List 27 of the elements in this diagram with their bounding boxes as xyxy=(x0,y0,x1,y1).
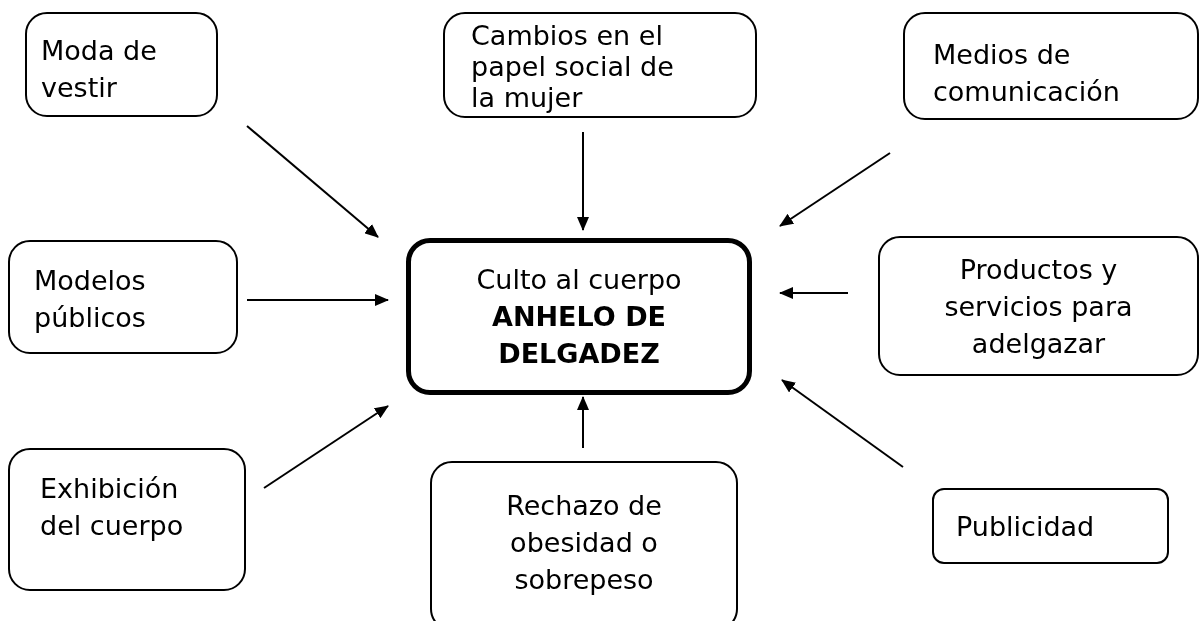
box-text: Publicidad xyxy=(956,509,1096,544)
box-subtext: ANHELO DE DELGADEZ xyxy=(491,300,667,371)
box-text: Cambios en el papel social de la mujer xyxy=(471,20,675,113)
factor-box xyxy=(25,12,218,117)
box-text: Modelos públicos xyxy=(34,264,147,335)
factor-box xyxy=(903,12,1199,120)
arrow xyxy=(263,405,389,489)
box-text: Rechazo de obesidad o sobrepeso xyxy=(505,489,663,597)
factor-box xyxy=(878,236,1199,376)
arrow xyxy=(779,287,849,299)
arrow xyxy=(246,125,379,238)
box-text: Productos y servicios para adelgazar xyxy=(943,252,1134,361)
box-text: Medios de comunicación xyxy=(933,38,1121,109)
factor-box xyxy=(8,448,246,591)
arrow xyxy=(246,294,389,306)
factor-box xyxy=(8,240,238,354)
factor-box xyxy=(443,12,757,118)
arrow xyxy=(577,396,589,449)
arrow xyxy=(779,152,891,227)
box-text: Moda de vestir xyxy=(41,34,158,105)
factor-box xyxy=(932,488,1169,564)
factor-box xyxy=(430,461,738,621)
arrow xyxy=(577,131,589,231)
box-text: Culto al cuerpo xyxy=(475,263,683,297)
central-box xyxy=(406,238,752,395)
arrow xyxy=(781,379,904,468)
box-text: Exhibición del cuerpo xyxy=(40,472,185,543)
